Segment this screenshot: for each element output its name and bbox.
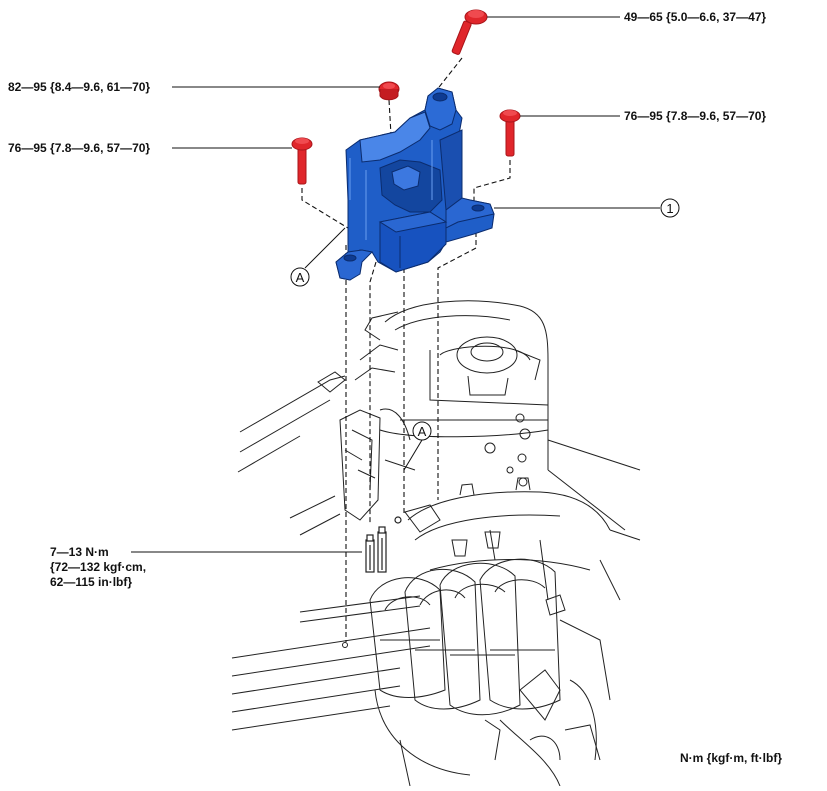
callout-part-1: 1 [660, 198, 680, 218]
left-members [237, 371, 346, 536]
torque-label-right-bolt: 76—95 {7.8—9.6, 57—70} [624, 109, 767, 123]
frame-rails [231, 595, 431, 731]
callout-a-lower: A [412, 421, 432, 441]
torque-label-left-bolt: 76—95 {7.8—9.6, 57—70} [8, 141, 151, 155]
stud-torque-line-3: 62—115 in·lbf} [50, 575, 133, 589]
torque-label-stud: 7—13 N·m {72—132 kgf·cm, 62—115 in·lbf} [50, 545, 146, 590]
units-note: N·m {kgf·m, ft·lbf} [680, 751, 782, 765]
bolt-top [451, 9, 488, 55]
bolt-right [499, 109, 521, 157]
stud-bolts [365, 516, 402, 573]
timing-cover [339, 408, 416, 521]
nut-center [378, 81, 400, 101]
engine-mount-holes [342, 642, 348, 648]
bracket-left-foot [335, 249, 374, 281]
torque-label-top-bolt: 49—65 {5.0—6.6, 37—47} [624, 10, 767, 24]
torque-label-center-nut: 82—95 {8.4—9.6, 61—70} [8, 80, 151, 94]
bolt-left [291, 137, 313, 185]
svg-text:A: A [418, 424, 427, 439]
svg-text:A: A [296, 270, 305, 285]
engine-head [354, 300, 641, 531]
stud-torque-line-1: 7—13 N·m [50, 545, 109, 559]
bracket-tower [424, 87, 457, 131]
bracket-top-face [359, 111, 431, 163]
svg-text:1: 1 [666, 201, 673, 216]
intake-manifold [369, 477, 641, 787]
engine-mount-bracket [335, 87, 495, 281]
callout-a-upper: A [290, 267, 310, 287]
stud-torque-line-2: {72—132 kgf·cm, [50, 560, 147, 574]
leader-lines [131, 16, 660, 553]
engine-line-art [231, 300, 641, 787]
